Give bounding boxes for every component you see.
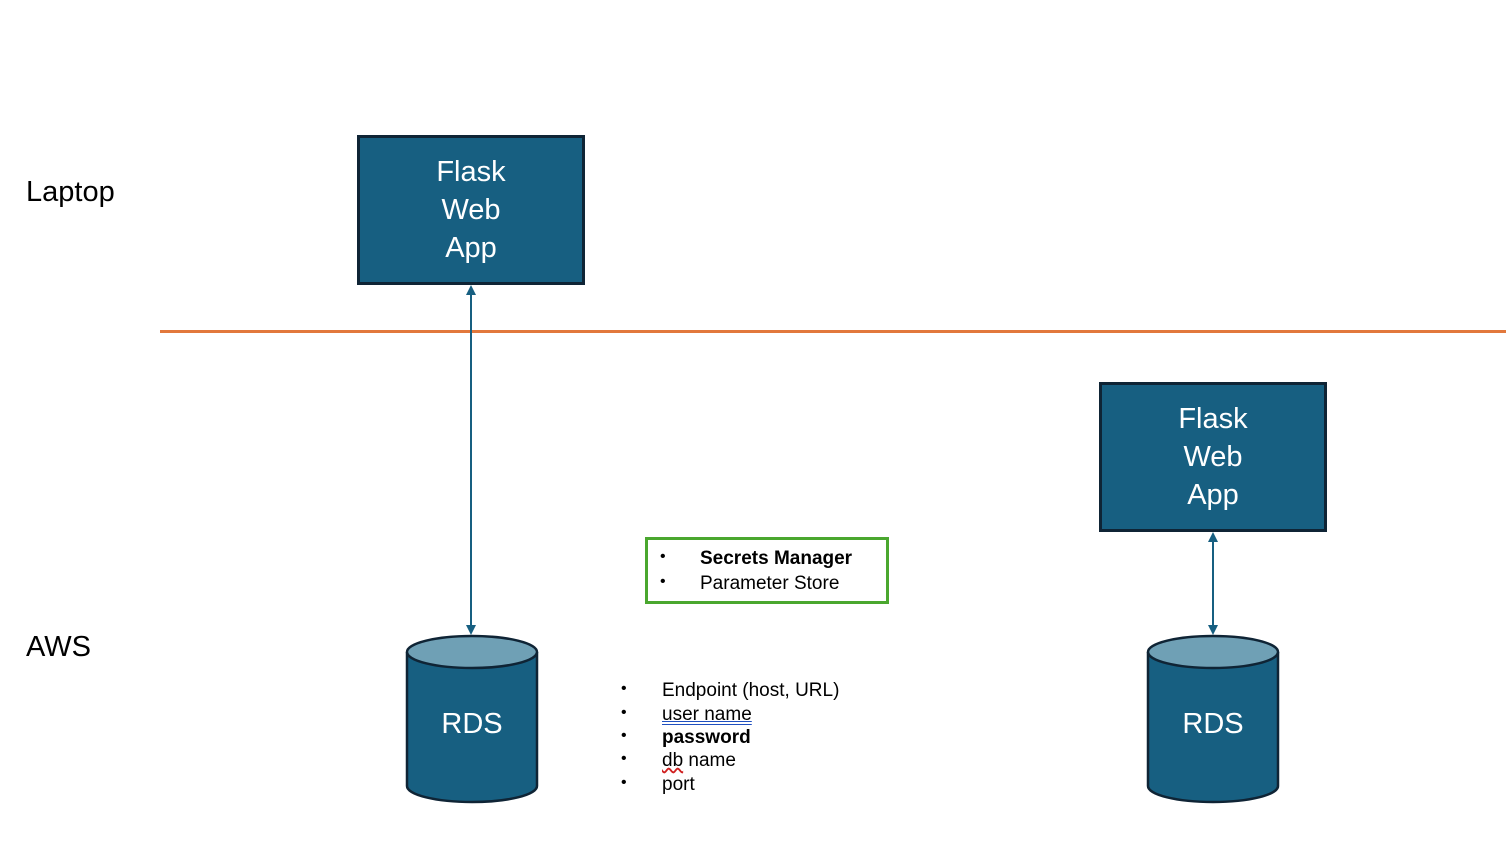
bullet-icon: •	[660, 548, 666, 565]
right-rds-database: RDS	[1146, 634, 1280, 804]
parameter-store-text: Parameter Store	[700, 573, 840, 594]
aws-app-line-1: Flask	[1178, 403, 1248, 435]
aws-flask-app-box: Flask Web App	[1099, 382, 1327, 532]
aws-app-line-2: Web	[1183, 441, 1243, 473]
bullet-icon: •	[621, 680, 627, 697]
aws-zone-label: AWS	[26, 631, 91, 663]
secrets-storage-box: • Secrets Manager • Parameter Store	[645, 537, 889, 604]
password-text: password	[662, 727, 751, 748]
environment-divider-line	[160, 330, 1506, 333]
laptop-app-line-2: Web	[441, 194, 501, 226]
secrets-manager-text: Secrets Manager	[700, 548, 853, 569]
left-rds-label: RDS	[441, 708, 503, 740]
database-cylinder-icon	[405, 634, 539, 804]
name-word: name	[688, 750, 736, 771]
bullet-icon: •	[621, 727, 627, 744]
user-name-text: user name	[662, 704, 752, 725]
left-rds-database: RDS	[405, 634, 539, 804]
db-name-text: db name	[662, 751, 736, 770]
bullet-icon: •	[660, 573, 666, 590]
connection-details-list: • Endpoint (host, URL) • user name • pas…	[621, 681, 881, 801]
laptop-flask-app-box: Flask Web App	[357, 135, 585, 285]
laptop-zone-label: Laptop	[26, 176, 115, 208]
right-rds-label: RDS	[1182, 708, 1244, 740]
bullet-icon: •	[621, 750, 627, 767]
port-text: port	[662, 774, 695, 795]
laptop-app-line-1: Flask	[436, 156, 506, 188]
bullet-icon: •	[621, 774, 627, 791]
db-word: db	[662, 750, 684, 771]
database-cylinder-icon	[1146, 634, 1280, 804]
aws-flask-app-label: Flask Web App	[1153, 400, 1273, 514]
aws-app-line-3: App	[1187, 479, 1239, 511]
laptop-flask-app-label: Flask Web App	[411, 153, 531, 267]
bullet-icon: •	[621, 704, 627, 721]
endpoint-text: Endpoint (host, URL)	[662, 680, 840, 701]
laptop-app-line-3: App	[445, 232, 497, 264]
